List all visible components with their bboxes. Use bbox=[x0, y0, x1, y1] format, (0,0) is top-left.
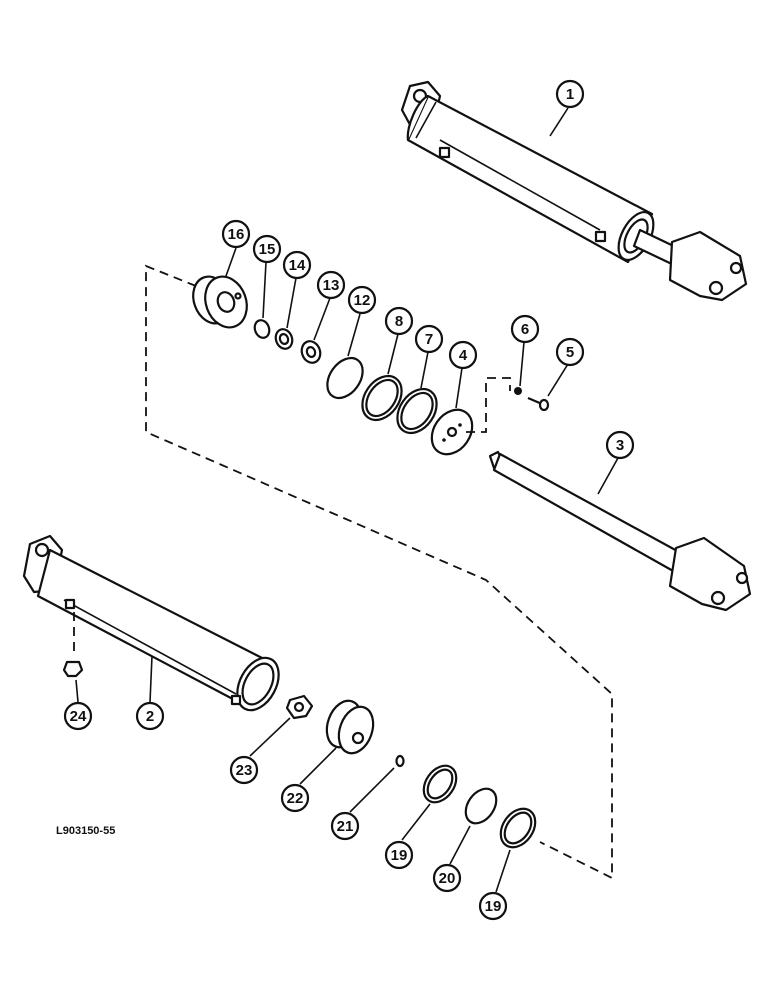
figure-id: L903150-55 bbox=[56, 825, 115, 837]
callout: 12 bbox=[347, 285, 377, 315]
svg-text:19: 19 bbox=[391, 847, 408, 864]
svg-text:7: 7 bbox=[425, 331, 433, 348]
fitting-24 bbox=[62, 660, 84, 678]
callout: 7 bbox=[414, 324, 444, 354]
callout: 16 bbox=[221, 219, 251, 249]
callout: 4 bbox=[448, 340, 478, 370]
callout: 2 bbox=[135, 701, 165, 731]
svg-text:23: 23 bbox=[236, 762, 253, 779]
svg-text:3: 3 bbox=[616, 437, 624, 454]
callouts: 1 16 15 14 13 12 8 7 4 6 5 3 24 2 23 22 … bbox=[63, 79, 635, 921]
o-ring-21 bbox=[395, 754, 405, 768]
piston-22 bbox=[325, 699, 375, 755]
callout: 23 bbox=[229, 755, 259, 785]
svg-text:15: 15 bbox=[259, 241, 276, 258]
svg-text:20: 20 bbox=[439, 870, 456, 887]
callout: 13 bbox=[316, 270, 346, 300]
ring-7 bbox=[396, 387, 438, 435]
washer-13 bbox=[300, 340, 322, 364]
callout: 21 bbox=[330, 811, 360, 841]
svg-text:5: 5 bbox=[566, 344, 574, 361]
callout: 19 bbox=[478, 891, 508, 921]
assembled-cylinder bbox=[400, 80, 748, 302]
svg-text:19: 19 bbox=[485, 898, 502, 915]
gland bbox=[192, 275, 248, 329]
wear-ring-19-a bbox=[422, 764, 458, 804]
assembly-path-upper bbox=[145, 264, 613, 880]
wear-ring-19-b bbox=[499, 807, 537, 849]
callout: 1 bbox=[555, 79, 585, 109]
callout: 19 bbox=[384, 840, 414, 870]
svg-text:22: 22 bbox=[287, 790, 304, 807]
svg-text:6: 6 bbox=[521, 321, 529, 338]
svg-text:14: 14 bbox=[289, 257, 306, 274]
callout: 8 bbox=[384, 306, 414, 336]
seal-15 bbox=[253, 319, 271, 339]
callout: 24 bbox=[63, 701, 93, 731]
svg-text:12: 12 bbox=[354, 292, 371, 309]
callout: 3 bbox=[605, 430, 635, 460]
ring-8 bbox=[361, 374, 403, 422]
svg-text:16: 16 bbox=[228, 226, 245, 243]
svg-text:1: 1 bbox=[566, 86, 574, 103]
barrel bbox=[22, 534, 280, 712]
nut-23 bbox=[285, 694, 314, 720]
callout: 14 bbox=[282, 250, 312, 280]
callout: 6 bbox=[510, 314, 540, 344]
screw-5 bbox=[527, 396, 550, 412]
callout: 20 bbox=[432, 863, 462, 893]
callout: 5 bbox=[555, 337, 585, 367]
o-ring-12 bbox=[326, 356, 364, 400]
ball-6 bbox=[514, 387, 522, 395]
callout: 15 bbox=[252, 234, 282, 264]
o-ring-20 bbox=[464, 787, 498, 825]
svg-text:2: 2 bbox=[146, 708, 154, 725]
piston-disc bbox=[430, 408, 474, 456]
piston-rod bbox=[488, 450, 752, 612]
svg-text:8: 8 bbox=[395, 313, 403, 330]
leader-lines bbox=[75, 107, 619, 893]
svg-text:24: 24 bbox=[70, 708, 87, 725]
washer-14 bbox=[274, 328, 294, 350]
svg-text:21: 21 bbox=[337, 818, 354, 835]
svg-text:13: 13 bbox=[323, 277, 340, 294]
callout: 22 bbox=[280, 783, 310, 813]
svg-text:4: 4 bbox=[459, 347, 468, 364]
